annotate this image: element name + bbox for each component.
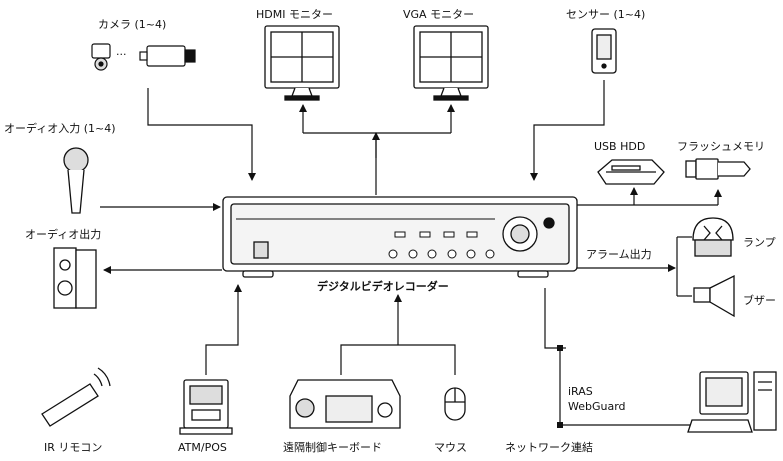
- speaker-icon: [53, 247, 97, 309]
- ir-remote-label: IR リモコン: [44, 441, 103, 454]
- atm-icon: [179, 379, 233, 435]
- mouse-label: マウス: [434, 441, 467, 454]
- network-label: ネットワーク連結: [505, 441, 593, 454]
- mouse-icon: [444, 387, 466, 421]
- audio-out-label: オーディオ出力: [25, 228, 102, 241]
- sensor-line: [530, 80, 605, 181]
- keyboard-label: 遠隔制御キーボード: [283, 441, 382, 454]
- dvr-label: デジタルビデオレコーダー: [317, 280, 449, 293]
- vga-monitor-label: VGA モニター: [403, 8, 475, 21]
- buzzer-label: ブザー: [743, 294, 776, 307]
- microphone-icon: [63, 147, 89, 214]
- pc-icon: [687, 371, 777, 433]
- keyboard-controller-icon: [289, 379, 401, 429]
- usb-hdd-icon: [597, 159, 665, 185]
- flash-memory-icon: [685, 158, 751, 180]
- webguard-label: WebGuard: [568, 400, 626, 413]
- hdmi-monitor-label: HDMI モニター: [256, 8, 333, 21]
- connection-lines: [100, 80, 722, 426]
- usb-hdd-label: USB HDD: [594, 140, 646, 153]
- hdmi-monitor-icon: [264, 25, 340, 101]
- network-line: [544, 288, 561, 425]
- audio-in-label: オーディオ入力 (1~4): [4, 122, 116, 135]
- atm-line: [205, 284, 242, 375]
- alarm-out-label: アラーム出力: [586, 248, 652, 261]
- camera-icon: [91, 43, 196, 71]
- flash-memory-label: フラッシュメモリ: [677, 140, 765, 153]
- iras-label: iRAS: [568, 385, 593, 398]
- buzzer-icon: [693, 274, 735, 318]
- sensor-label: センサー (1~4): [566, 8, 646, 21]
- vga-monitor-icon: [413, 25, 489, 101]
- camera-label: カメラ (1~4): [98, 18, 167, 31]
- dvr-buttons: [388, 231, 495, 259]
- svg-text:···: ···: [116, 48, 127, 61]
- camera-line: [147, 88, 256, 181]
- atm-pos-label: ATM/POS: [178, 441, 227, 454]
- sensor-icon: [591, 28, 617, 74]
- ir-remote-icon: [41, 367, 111, 427]
- lamp-label: ランプ: [743, 236, 776, 249]
- lamp-icon: [692, 217, 734, 257]
- keyboard-mouse-line: [340, 344, 456, 375]
